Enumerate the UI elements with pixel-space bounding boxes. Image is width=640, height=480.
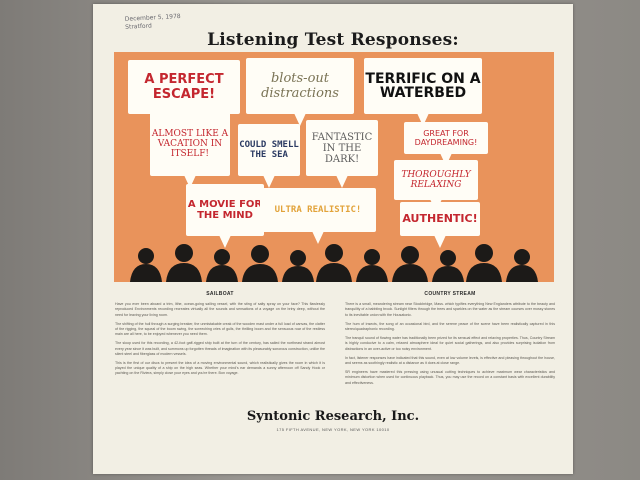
country-stream-column: COUNTRY STREAM There is a small, meander… [345, 291, 555, 390]
bubble-fantastic: FANTASTIC IN THE DARK! [306, 120, 378, 188]
bubble-perfect-escape: A PERFECT ESCAPE! [128, 60, 240, 126]
bubble-daydreaming: GREAT FOR DAYDREAMING! [404, 122, 488, 166]
sailboat-paragraph: This is the first of our discs to presen… [115, 361, 325, 376]
country-stream-paragraph: SR engineers have mastered this pressing… [345, 370, 555, 385]
country-stream-paragraph: There is a small, meandering stream near… [345, 302, 555, 317]
audience-silhouettes [130, 244, 538, 282]
country-stream-heading: COUNTRY STREAM [424, 291, 476, 297]
bubble-smell-sea: COULD SMELL THE SEA [238, 124, 300, 188]
sailboat-heading: SAILBOAT [206, 291, 234, 297]
bubble-vacation: ALMOST LIKE A VACATION IN ITSELF! [150, 112, 230, 188]
country-stream-paragraph: In fact, listener responses have indicat… [345, 355, 555, 366]
bubble-ultra: ULTRA REALISTIC! [260, 188, 376, 244]
response-poster: A PERFECT ESCAPE! blots-out distractions… [114, 52, 554, 282]
bubble-authentic: AUTHENTIC! [400, 202, 480, 248]
bubble-terrific: TERRIFIC ON A WATERBED [364, 58, 482, 126]
brand-address: 175 FIFTH AVENUE, NEW YORK, NEW YORK 100… [276, 427, 390, 432]
sailboat-paragraph: The sloop used for this recording, a 42-… [115, 341, 325, 356]
sailboat-paragraph: Have you ever been aboard a trim, lithe,… [115, 302, 325, 317]
sailboat-column: SAILBOAT Have you ever been aboard a tri… [115, 291, 325, 381]
brand-logo: Syntonic Research, Inc. [246, 409, 420, 424]
country-stream-paragraph: The hum of insects, the song of an occas… [345, 321, 555, 332]
handwritten-note: December 5, 1978 Stratford [124, 12, 181, 31]
record-sleeve-back: December 5, 1978 Stratford Listening Tes… [93, 4, 573, 474]
bubble-relaxing: THOROUGHLY RELAXING [394, 160, 478, 212]
bubble-blots-out: blots-out distractions [246, 58, 354, 126]
country-stream-paragraph: The tranquil sound of flowing water has … [345, 336, 555, 351]
bubble-movie: A MOVIE FOR THE MIND [186, 184, 264, 248]
sailboat-paragraph: The shifting of the hull through a surgi… [115, 321, 325, 337]
headline: Listening Test Responses: [207, 30, 459, 50]
